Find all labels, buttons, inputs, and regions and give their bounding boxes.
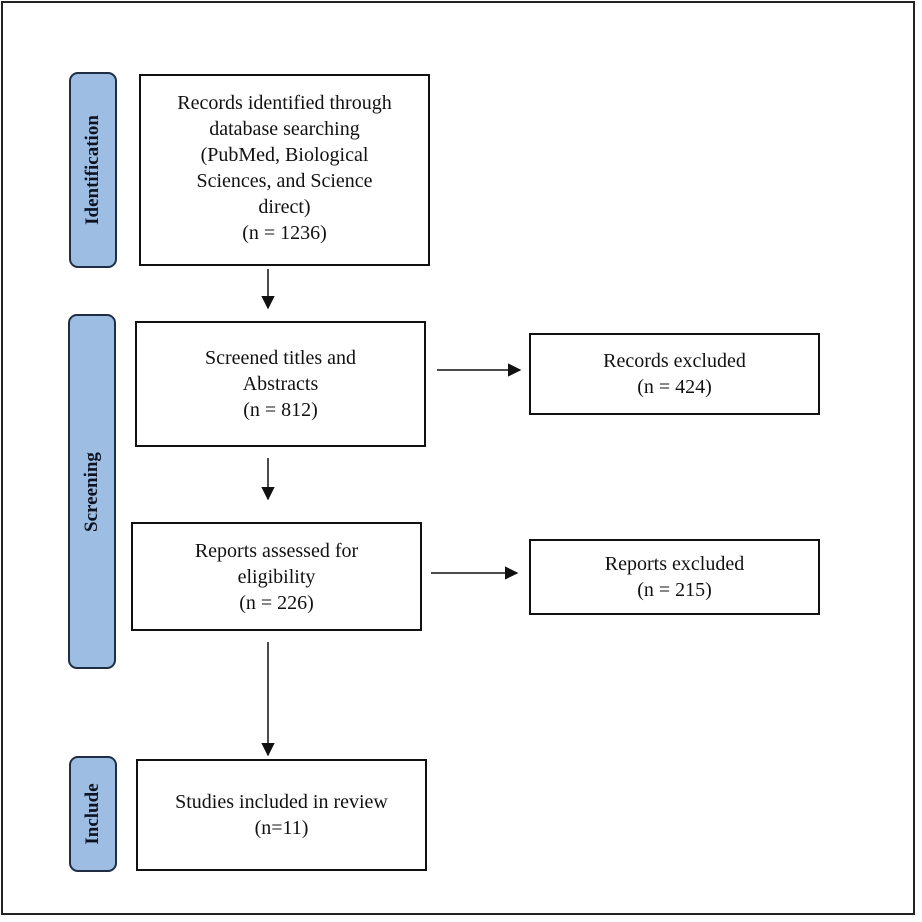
box-line: Reports assessed for	[194, 539, 359, 562]
box-line: (n = 1236)	[242, 222, 327, 244]
phase-identification: Identification	[69, 72, 117, 268]
box-line: (PubMed, Biological	[200, 144, 369, 166]
box-line: database searching	[209, 118, 360, 140]
box-line: Sciences, and Science	[196, 170, 373, 192]
studies-included-box: Studies included in review (n=11)	[136, 759, 427, 871]
screened-box: Screened titles and Abstracts (n = 812)	[135, 321, 426, 447]
records-excluded-box: Records excluded (n = 424)	[529, 333, 820, 415]
phase-include: Include	[69, 756, 117, 872]
box-line: (n = 215)	[637, 579, 712, 601]
box-line: Abstracts	[242, 373, 319, 395]
reports-excluded-box: Reports excluded (n = 215)	[529, 539, 820, 615]
box-line: (n = 424)	[637, 376, 712, 398]
box-line: Studies included in review	[175, 791, 388, 813]
box-line: Screened titles and	[204, 347, 357, 369]
box-line: (n=11)	[254, 817, 309, 839]
box-line: Records identified through	[177, 92, 392, 114]
box-line: direct)	[258, 196, 311, 218]
box-line: (n = 226)	[239, 591, 314, 614]
box-line: Reports excluded	[604, 553, 745, 575]
phase-screening: Screening	[68, 314, 116, 669]
reports-assessed-box: Reports assessed for eligibility (n = 22…	[131, 522, 422, 631]
records-identified-box: Records identified through database sear…	[139, 74, 430, 266]
box-line: Records excluded	[603, 350, 746, 372]
box-line: eligibility	[237, 565, 316, 588]
box-line: (n = 812)	[243, 399, 318, 421]
